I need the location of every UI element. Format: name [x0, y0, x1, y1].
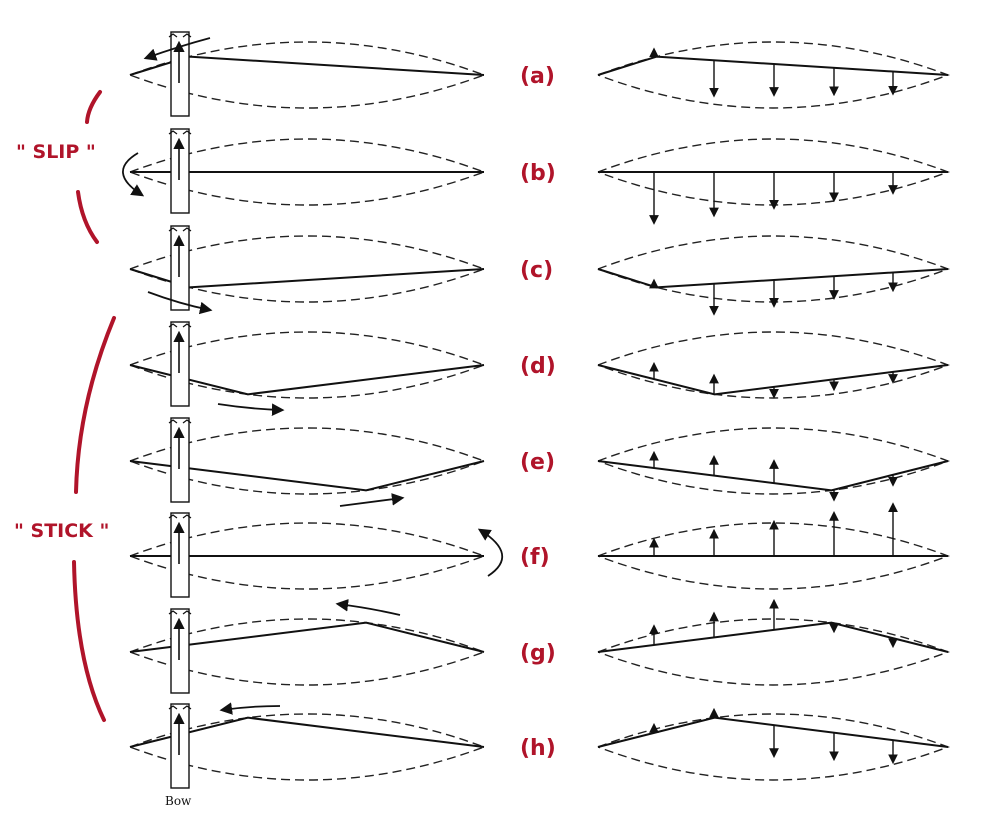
envelope: [129, 427, 487, 495]
bow-break: [168, 33, 192, 38]
motion-arrow-b: [122, 152, 145, 197]
frame-label: (f): [520, 545, 550, 570]
envelope: [129, 618, 487, 686]
bow: [170, 321, 190, 407]
bow-break: [168, 419, 192, 424]
frame-label: (h): [520, 736, 556, 761]
envelope: [597, 331, 950, 399]
envelope: [597, 41, 950, 109]
frame-row: (h): [129, 703, 950, 789]
frame-label: (a): [520, 64, 555, 89]
frame-row: (e): [129, 417, 950, 503]
string-shape: [129, 716, 485, 748]
bow-break: [168, 130, 192, 135]
motion-arrow-e: [339, 493, 405, 507]
string-shape: [597, 716, 949, 748]
frame-label: (e): [520, 450, 555, 475]
bow-break: [168, 227, 192, 232]
bow-break: [168, 705, 192, 710]
envelope: [597, 235, 950, 303]
bow: [170, 512, 190, 598]
bow: [170, 225, 190, 311]
motion-arrow-d: [217, 403, 285, 416]
string-shape: [129, 621, 485, 653]
envelope: [129, 138, 487, 206]
motion-arrows: [122, 37, 504, 715]
frames-layer: (a) (b) (c) (d) (e) (f) (g) (h): [129, 31, 950, 789]
string-shape: [129, 364, 485, 396]
bow: [170, 417, 190, 503]
bow-break: [168, 610, 192, 615]
frame-label: (d): [520, 354, 556, 379]
frame-row: (c): [129, 225, 950, 316]
frame-label: (b): [520, 161, 556, 186]
envelope: [597, 618, 950, 686]
motion-arrow-h: [219, 702, 281, 715]
envelope: [129, 41, 487, 109]
motion-arrow-f: [477, 528, 504, 577]
frame-row: (b): [129, 128, 950, 225]
frame-label: (g): [520, 641, 556, 666]
frame-row: (g): [129, 598, 950, 694]
bow: [170, 31, 190, 117]
envelope: [129, 235, 487, 303]
motion-arrow-g: [335, 598, 401, 616]
string-shape: [597, 621, 949, 653]
frame-label: (c): [520, 258, 553, 283]
string-shape: [597, 268, 949, 289]
string-shape: [597, 364, 949, 396]
bow-label: Bow: [165, 794, 192, 808]
string-shape: [597, 460, 949, 492]
envelope: [597, 713, 950, 781]
frame-row: (d): [129, 321, 950, 407]
bow-break: [168, 514, 192, 519]
envelope: [129, 522, 487, 590]
phase-annotations: " SLIP " " STICK ": [14, 90, 116, 722]
string-shape: [597, 55, 949, 76]
slip-bracket-bottom: [76, 190, 99, 244]
stick-bracket-bottom: [72, 560, 106, 722]
slip-label: " SLIP ": [16, 141, 96, 163]
bow: [170, 608, 190, 694]
frame-row: (f): [129, 502, 950, 598]
slip-bracket-top: [85, 90, 102, 124]
envelope: [597, 427, 950, 495]
stick-bracket-top: [74, 316, 116, 494]
stick-label: " STICK ": [14, 520, 109, 542]
bow-break: [168, 323, 192, 328]
motion-arrow-a: [143, 37, 211, 61]
bow: [170, 128, 190, 214]
bow: [170, 703, 190, 789]
motion-arrow-c: [147, 291, 213, 315]
frame-row: (a): [129, 31, 950, 117]
string-shape: [129, 460, 485, 492]
